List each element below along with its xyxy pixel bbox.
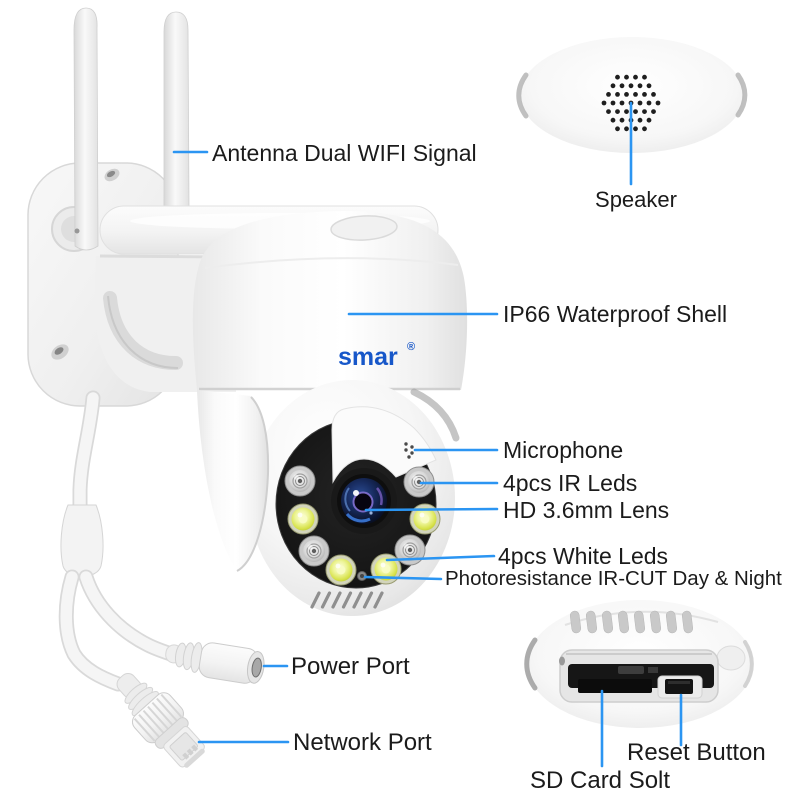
white-led bbox=[409, 503, 441, 535]
vent-slots bbox=[310, 591, 384, 609]
brand-text: smar bbox=[338, 343, 398, 371]
microphone-holes bbox=[404, 442, 414, 459]
ir-led bbox=[394, 534, 426, 566]
antenna-right bbox=[163, 11, 190, 209]
callout-labels: Antenna Dual WIFI Signal Speaker IP66 Wa… bbox=[212, 140, 782, 794]
cables bbox=[58, 390, 185, 692]
power-connector bbox=[165, 642, 265, 684]
speaker-inset bbox=[516, 37, 748, 153]
antenna-left bbox=[73, 7, 99, 251]
callout-line-white-leds bbox=[385, 554, 496, 562]
callout-line-lens bbox=[364, 507, 499, 512]
cable-splitter bbox=[60, 504, 104, 577]
callout-line-photoresistance bbox=[363, 575, 443, 581]
lens-column bbox=[331, 406, 437, 484]
label-lens: HD 3.6mm Lens bbox=[503, 497, 669, 523]
network-connector bbox=[116, 673, 205, 768]
label-sd-card-slot: SD Card Solt bbox=[530, 767, 670, 794]
ir-led bbox=[284, 465, 316, 497]
brand-mark: ® bbox=[407, 341, 415, 353]
label-microphone: Microphone bbox=[503, 437, 623, 463]
ir-led bbox=[298, 535, 330, 567]
bottom-vent-slats bbox=[569, 610, 694, 634]
label-white-leds: 4pcs White Leds bbox=[498, 543, 668, 569]
callout-lines bbox=[172, 101, 683, 768]
ir-led bbox=[403, 466, 435, 498]
brand-logo: smar ® bbox=[338, 341, 415, 371]
label-power-port: Power Port bbox=[291, 653, 410, 680]
label-network-port: Network Port bbox=[293, 729, 432, 756]
antennas bbox=[73, 7, 190, 251]
label-speaker: Speaker bbox=[595, 187, 677, 212]
label-reset-button: Reset Button bbox=[627, 739, 766, 766]
label-waterproof: IP66 Waterproof Shell bbox=[503, 301, 727, 327]
white-led bbox=[325, 554, 357, 586]
cradle-arm bbox=[197, 390, 269, 571]
label-antenna: Antenna Dual WIFI Signal bbox=[212, 140, 477, 166]
white-led bbox=[287, 503, 319, 535]
sd-card[interactable] bbox=[578, 679, 652, 693]
sd-inset bbox=[524, 600, 754, 728]
camera-body bbox=[192, 211, 468, 391]
camera-face bbox=[275, 406, 441, 589]
label-photoresistance: Photoresistance IR-CUT Day & Night bbox=[445, 567, 782, 590]
pivot-cap bbox=[330, 215, 398, 241]
label-ir-leds: 4pcs IR Leds bbox=[503, 470, 637, 496]
led-ring bbox=[284, 465, 441, 586]
